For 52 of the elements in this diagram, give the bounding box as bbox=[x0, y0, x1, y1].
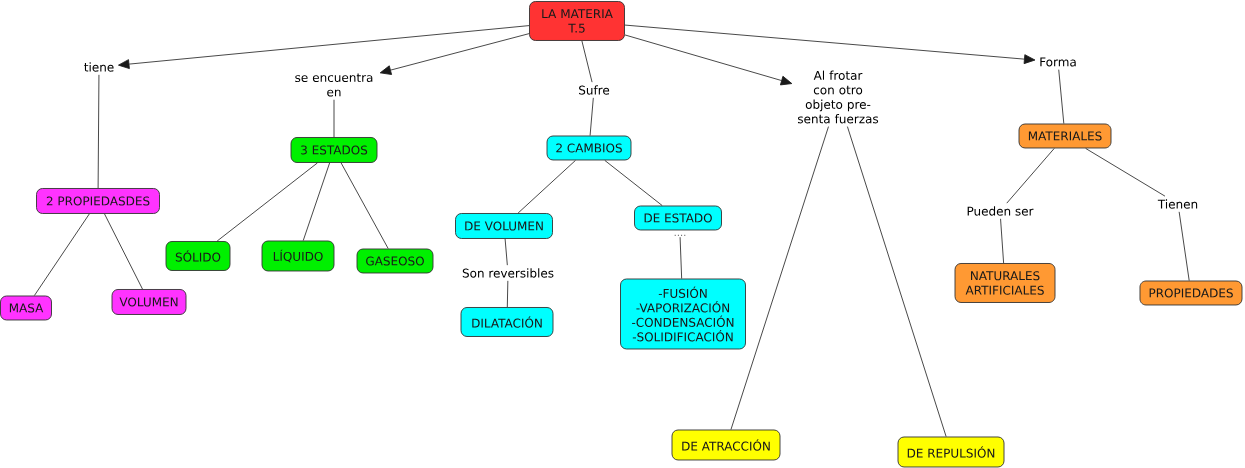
concept-box: MATERIALES bbox=[1018, 123, 1112, 149]
arrow bbox=[624, 34, 793, 86]
connector-line bbox=[302, 162, 330, 241]
concept-box: DE ESTADO bbox=[634, 205, 722, 231]
connector-line bbox=[216, 162, 318, 242]
concept-box: -FUSIÓN -VAPORIZACIÓN -CONDENSACIÓN -SOLIDIFICACIÓN bbox=[620, 278, 746, 350]
connector-line bbox=[104, 213, 143, 290]
linking-phrase: Forma bbox=[1040, 57, 1076, 67]
concept-box: MASA bbox=[0, 295, 52, 321]
linking-phrase: se encuentra en bbox=[295, 73, 373, 97]
linking-phrase: Tienen bbox=[1157, 199, 1198, 209]
concept-box: 3 ESTADOS bbox=[290, 137, 378, 163]
connector-line bbox=[1085, 148, 1166, 197]
concept-box: 2 PROPIEDASDES bbox=[36, 188, 160, 214]
linking-phrase: .... bbox=[674, 234, 686, 236]
arrow bbox=[118, 25, 530, 69]
connector-line bbox=[506, 280, 509, 308]
connector-line bbox=[1058, 69, 1065, 124]
linking-phrase: Al frotar con otro objeto pre- senta fuerzas bbox=[798, 70, 879, 124]
concept-box: NATURALES ARTIFICIALES bbox=[954, 263, 1056, 303]
concept-box: DE REPULSIÓN bbox=[897, 436, 1005, 468]
connector-line bbox=[679, 236, 683, 279]
linking-phrase: Pueden ser bbox=[967, 206, 1034, 216]
connector-line bbox=[1006, 148, 1055, 204]
connector-line bbox=[333, 99, 335, 138]
concept-box: GASEOSO bbox=[356, 248, 434, 274]
concept-box: 2 CAMBIOS bbox=[546, 135, 632, 161]
connector-line bbox=[589, 97, 594, 136]
connector-line bbox=[1178, 211, 1190, 281]
connector-line bbox=[97, 74, 100, 189]
concept-box: LÍQUIDO bbox=[261, 240, 335, 272]
concept-box: DILATACIÓN bbox=[460, 307, 554, 337]
concept-box: DE VOLUMEN bbox=[455, 213, 553, 239]
connector-line bbox=[504, 238, 508, 266]
linking-phrase: tiene bbox=[84, 62, 114, 72]
connector-line bbox=[34, 213, 90, 296]
connector-line bbox=[517, 160, 576, 214]
linking-phrase: Sufre bbox=[579, 85, 610, 95]
concept-box: VOLUMEN bbox=[111, 289, 187, 315]
connector-line bbox=[847, 126, 947, 437]
connector-line bbox=[340, 162, 389, 249]
concept-box: LA MATERIA T.5 bbox=[529, 1, 625, 41]
connector-line bbox=[730, 126, 829, 430]
arrow bbox=[624, 24, 1036, 65]
concept-box: PROPIEDADES bbox=[1139, 280, 1243, 306]
arrow bbox=[379, 33, 530, 75]
connector-line bbox=[604, 160, 663, 206]
connector-line bbox=[1000, 218, 1004, 264]
connector-line bbox=[581, 40, 593, 83]
concept-box: DE ATRACCIÓN bbox=[671, 429, 781, 461]
concept-box: SÓLIDO bbox=[165, 241, 231, 271]
linking-phrase: Son reversibles bbox=[462, 268, 554, 278]
